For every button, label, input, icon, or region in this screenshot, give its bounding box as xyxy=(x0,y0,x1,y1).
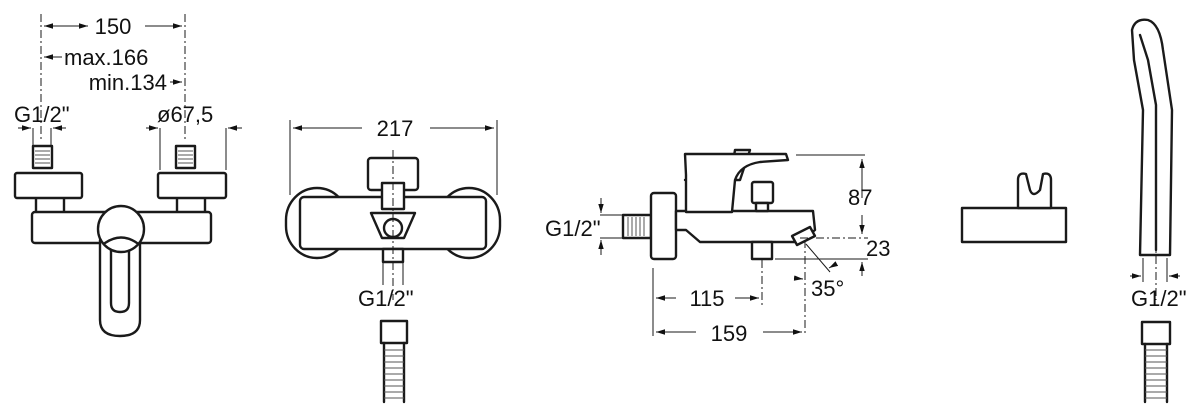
dim-depth-159: 159 xyxy=(711,321,748,346)
dim-width-217: 217 xyxy=(377,116,414,141)
thread-label-side: G1/2" xyxy=(545,216,601,241)
dim-min-134: min.134 xyxy=(89,70,167,95)
dim-width-150: 150 xyxy=(95,14,132,39)
dim-spout-height-23: 23 xyxy=(866,236,890,261)
dim-outlet-depth-115: 115 xyxy=(689,286,724,311)
dim-height-87: 87 xyxy=(848,185,872,210)
thread-label-handshower: G1/2" xyxy=(1131,286,1187,311)
hand-shower-view: G1/2" xyxy=(1130,18,1187,404)
side-view: G1/2" 87 23 35° 115 159 xyxy=(545,148,890,346)
thread-label-front: G1/2" xyxy=(14,102,70,127)
thread-label-top: G1/2" xyxy=(358,286,414,311)
top-view: 217 G1/2" xyxy=(284,116,502,404)
dim-max-166: max.166 xyxy=(64,45,148,70)
wall-bracket-view xyxy=(960,172,1068,244)
dim-diameter-67-5: ø67,5 xyxy=(157,102,213,127)
front-view: 150 max.166 min.134 G1/2" ø67,5 xyxy=(13,14,242,338)
dim-angle-35: 35° xyxy=(811,276,844,301)
